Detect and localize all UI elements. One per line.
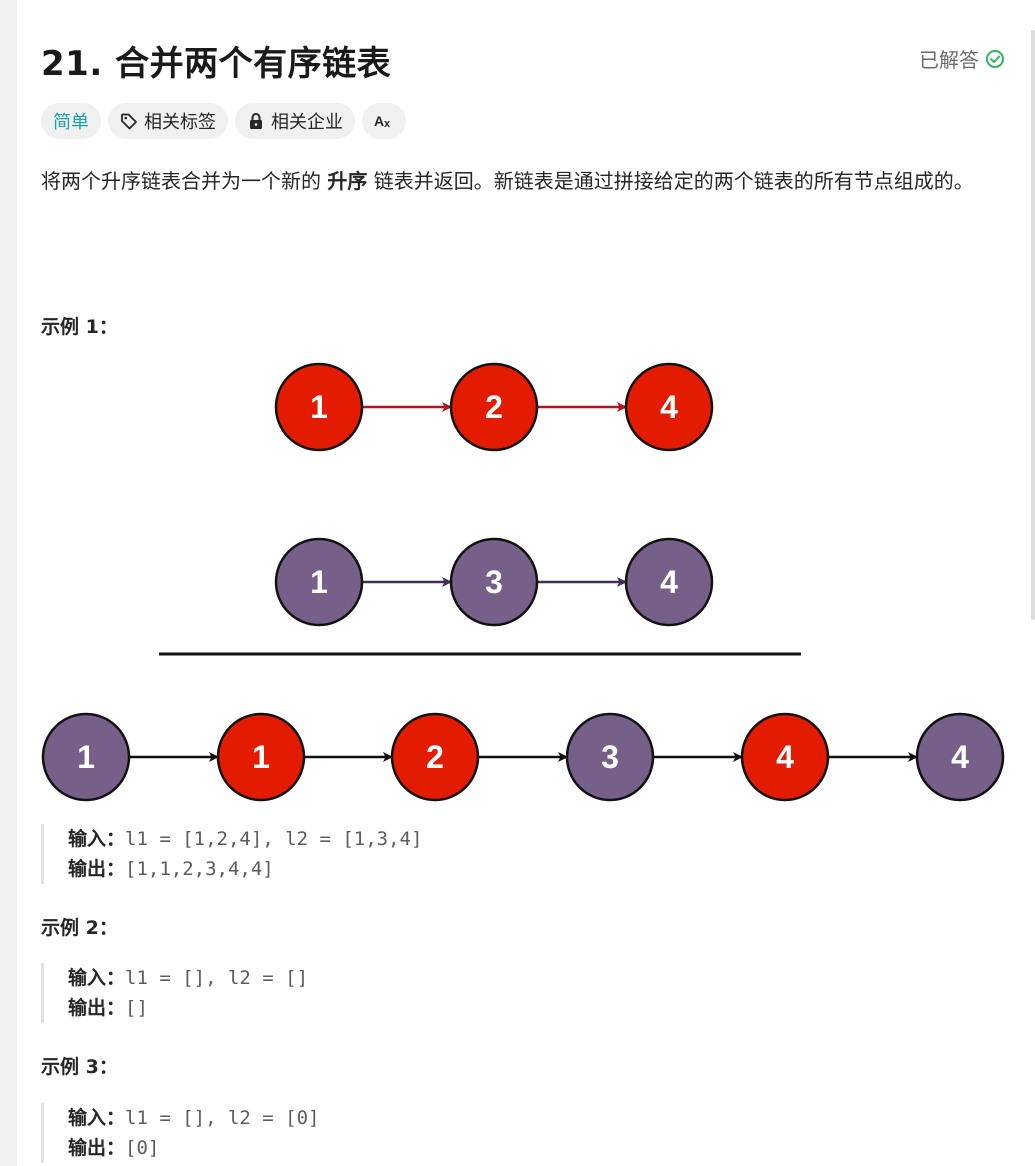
check-circle-icon bbox=[986, 49, 1004, 68]
output-label: 输出： bbox=[68, 997, 126, 1019]
solved-label: 已解答 bbox=[919, 48, 979, 72]
merged-node-label: 3 bbox=[601, 739, 619, 775]
related-topics-button[interactable]: 相关标签 bbox=[108, 103, 228, 139]
merged-node: 4 bbox=[915, 712, 1005, 802]
related-companies-label: 相关企业 bbox=[271, 112, 343, 133]
problem-title: 21. 合并两个有序链表 bbox=[41, 44, 392, 84]
svg-text:A: A bbox=[374, 113, 384, 129]
list2-node-label: 1 bbox=[310, 564, 328, 600]
list1-node: 4 bbox=[624, 362, 714, 452]
list1-node-label: 4 bbox=[660, 389, 678, 425]
example-2-output: [] bbox=[125, 997, 148, 1019]
input-label: 输入： bbox=[68, 1107, 126, 1129]
merged-node: 4 bbox=[740, 712, 830, 802]
output-label: 输出： bbox=[68, 858, 126, 880]
list2-node-label: 3 bbox=[485, 564, 503, 600]
merged-node-label: 2 bbox=[426, 739, 444, 775]
list1-node: 2 bbox=[449, 362, 539, 452]
scrollbar-thumb[interactable] bbox=[1031, 30, 1035, 620]
related-topics-label: 相关标签 bbox=[144, 112, 216, 133]
list2-node: 3 bbox=[449, 537, 539, 627]
example-2-input: l1 = [], l2 = [] bbox=[125, 967, 309, 989]
list1-node-label: 1 bbox=[310, 389, 328, 425]
merged-node-label: 4 bbox=[776, 739, 794, 775]
svg-text:x: x bbox=[384, 118, 391, 130]
example-1-figure: 1 2 4 1 3 4 1 1 2 3 4 4 bbox=[41, 362, 1005, 802]
related-companies-button[interactable]: 相关企业 bbox=[235, 103, 355, 139]
description-text-2: 链表并返回。新链表是通过拼接给定的两个链表的所有节点组成的。 bbox=[367, 169, 974, 193]
output-label: 输出： bbox=[68, 1137, 126, 1159]
difficulty-label: 简单 bbox=[53, 112, 89, 133]
tag-icon bbox=[121, 113, 137, 130]
description-bold: 升序 bbox=[327, 169, 368, 193]
problem-description: 将两个升序链表合并为一个新的 升序 链表并返回。新链表是通过拼接给定的两个链表的… bbox=[41, 166, 991, 196]
input-label: 输入： bbox=[68, 828, 126, 850]
scrollbar[interactable] bbox=[1031, 0, 1035, 1166]
list2-node-label: 4 bbox=[660, 564, 678, 600]
list2-node: 1 bbox=[274, 537, 364, 627]
example-3-block: 输入：l1 = [], l2 = [0] 输出：[0] bbox=[41, 1103, 319, 1163]
merged-node: 1 bbox=[216, 712, 306, 802]
example-1-output: [1,1,2,3,4,4] bbox=[125, 858, 274, 880]
tag-bar: 简单 相关标签 相关企业 A x bbox=[41, 103, 406, 139]
example-2-title: 示例 2： bbox=[41, 917, 118, 939]
merged-node-label: 1 bbox=[77, 739, 95, 775]
example-1-block: 输入：l1 = [1,2,4], l2 = [1,3,4] 输出：[1,1,2,… bbox=[41, 824, 422, 884]
example-1-title: 示例 1： bbox=[41, 316, 118, 338]
solved-status: 已解答 bbox=[919, 44, 1005, 73]
translate-button[interactable]: A x bbox=[362, 103, 406, 139]
description-text-1: 将两个升序链表合并为一个新的 bbox=[41, 169, 328, 193]
lock-icon bbox=[250, 113, 262, 129]
list1-node-label: 2 bbox=[485, 389, 503, 425]
left-gutter bbox=[0, 0, 17, 1166]
input-label: 输入： bbox=[68, 967, 126, 989]
problem-description-panel: 21. 合并两个有序链表 已解答 简单 相关标签 相关企业 bbox=[17, 0, 1035, 1166]
merged-node: 1 bbox=[41, 712, 131, 802]
example-3-output: [0] bbox=[125, 1137, 160, 1159]
example-1-input: l1 = [1,2,4], l2 = [1,3,4] bbox=[125, 828, 423, 850]
difficulty-tag[interactable]: 简单 bbox=[41, 103, 101, 139]
example-3-title: 示例 3： bbox=[41, 1056, 118, 1078]
merged-node: 2 bbox=[390, 712, 480, 802]
merged-node: 3 bbox=[565, 712, 655, 802]
translate-icon: A x bbox=[374, 113, 391, 130]
merged-node-label: 4 bbox=[951, 739, 969, 775]
example-2-block: 输入：l1 = [], l2 = [] 输出：[] bbox=[41, 963, 308, 1023]
list1-node: 1 bbox=[274, 362, 364, 452]
list2-node: 4 bbox=[624, 537, 714, 627]
example-3-input: l1 = [], l2 = [0] bbox=[125, 1107, 320, 1129]
merged-node-label: 1 bbox=[252, 739, 270, 775]
